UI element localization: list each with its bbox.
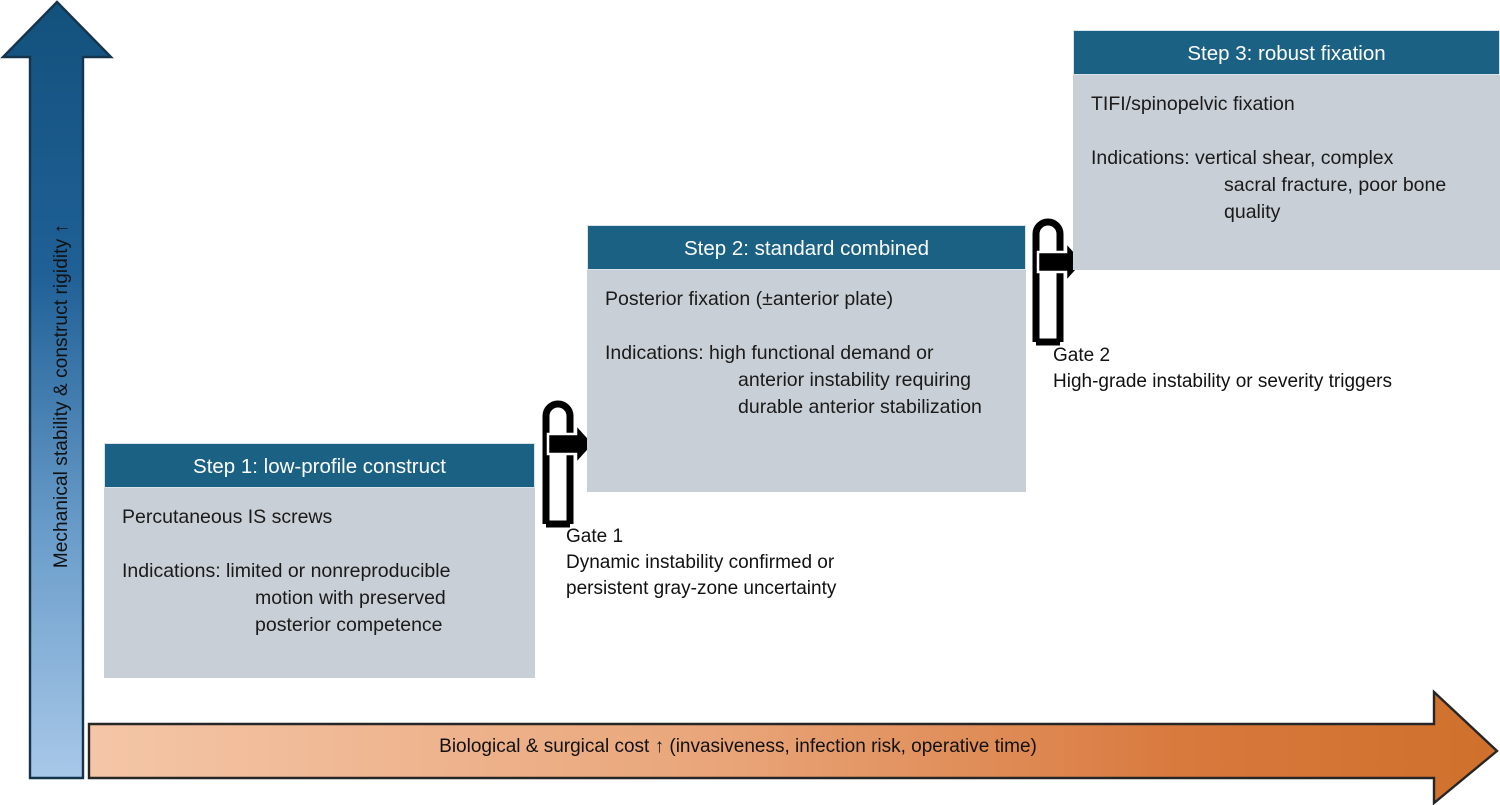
step-2-title: Step 2: standard combined (587, 225, 1026, 270)
vertical-axis-label: Mechanical stability & construct rigidit… (51, 223, 72, 569)
step-card-2[interactable]: Step 2: standard combined Posterior fixa… (587, 225, 1026, 492)
step-card-3[interactable]: Step 3: robust fixation TIFI/spinopelvic… (1073, 30, 1500, 270)
step-1-title: Step 1: low-profile construct (104, 443, 535, 488)
gate-arrow-icon (546, 420, 596, 468)
step-3-procedure: TIFI/spinopelvic fixation (1091, 93, 1295, 115)
step-2-procedure: Posterior fixation (±anterior plate) (605, 288, 894, 310)
step-1-procedure: Percutaneous IS screws (122, 506, 333, 528)
gate-hook-icon (542, 400, 596, 528)
gate-2-icon-group[interactable] (1028, 214, 1086, 346)
horizontal-axis-label: Biological & surgical cost ↑ (invasivene… (439, 736, 1037, 757)
step-3-title: Step 3: robust fixation (1073, 30, 1500, 75)
step-card-1[interactable]: Step 1: low-profile construct Percutaneo… (104, 443, 535, 678)
gate-arrow-icon (1036, 238, 1086, 286)
gate-1-icon-group[interactable] (538, 396, 596, 528)
spacer (1091, 118, 1482, 145)
gate-1-label: Gate 1 Dynamic instability confirmed or … (566, 524, 836, 602)
gate-1-title: Gate 1 (566, 526, 624, 547)
gate-1-criteria-line-1: Dynamic instability confirmed or (566, 552, 835, 573)
spacer (605, 313, 1008, 340)
step-2-body: Posterior fixation (±anterior plate) Ind… (587, 270, 1026, 492)
gate-2-title: Gate 2 (1053, 345, 1111, 366)
gate-hook-icon (1032, 218, 1086, 346)
gate-1-criteria-line-2: persistent gray-zone uncertainty (566, 578, 837, 599)
step-3-indications: Indications: vertical shear, complex sac… (1091, 147, 1447, 223)
gate-2-label: Gate 2 High-grade instability or severit… (1053, 343, 1392, 395)
step-1-indications: Indications: limited or nonreproducible … (122, 560, 451, 636)
gate-2-criteria-line-1: High-grade instability or severity trigg… (1053, 371, 1392, 392)
step-2-indications: Indications: high functional demand or a… (605, 342, 982, 418)
spacer (122, 531, 517, 558)
step-1-body: Percutaneous IS screws Indications: limi… (104, 488, 535, 678)
step-3-body: TIFI/spinopelvic fixation Indications: v… (1073, 75, 1500, 270)
